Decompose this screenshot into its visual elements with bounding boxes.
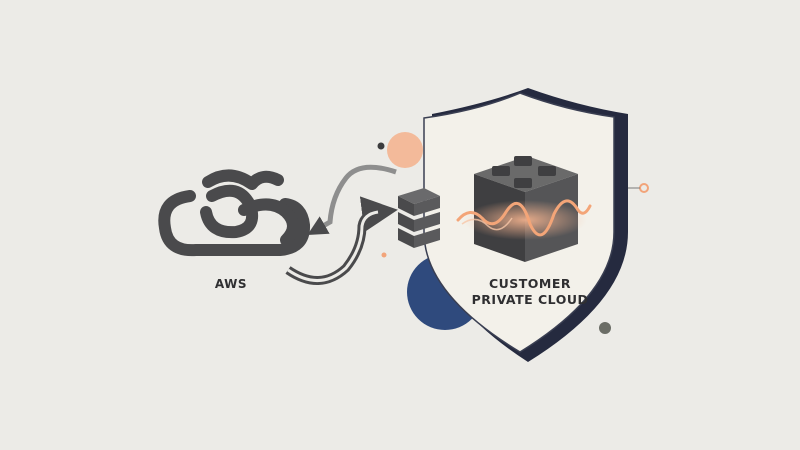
customer-label-line1: CUSTOMER xyxy=(488,276,572,291)
cloud-icon xyxy=(158,169,310,257)
customer-label-line2: PRIVATE CLOUD xyxy=(471,292,589,307)
decor-dot xyxy=(377,142,385,150)
customer-private-cloud-label: CUSTOMER PRIVATE CLOUD xyxy=(448,276,612,308)
decor-dot xyxy=(599,322,611,334)
decor-orange-blob xyxy=(387,132,423,168)
cube-studs xyxy=(492,156,556,188)
decor-dot xyxy=(381,252,387,258)
server-stack-icon xyxy=(398,188,440,248)
aws-label: AWS xyxy=(214,277,248,291)
arrow-to-aws xyxy=(307,164,397,235)
decor-dot xyxy=(639,183,649,193)
signal-wave-icon xyxy=(456,199,592,240)
arrow-to-customer-inner xyxy=(287,210,379,282)
